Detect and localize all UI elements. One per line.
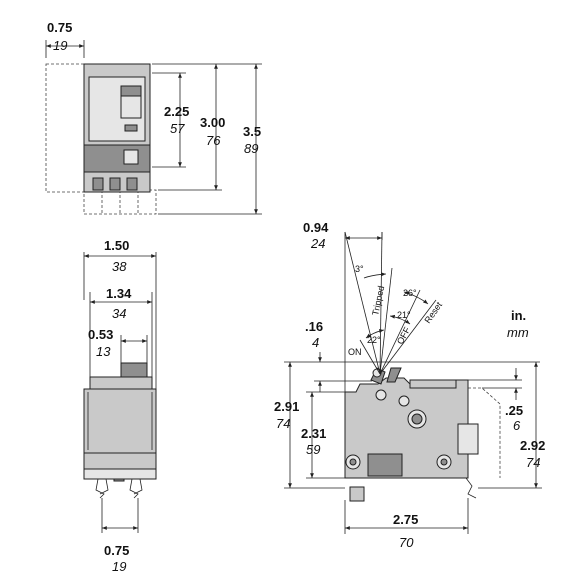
side-h-total-mm: 74 — [276, 416, 290, 431]
angle-3: 3° — [355, 264, 364, 274]
end-w1-in: 1.50 — [104, 238, 129, 253]
side-h-body-in: 2.31 — [301, 426, 326, 441]
end-w1-mm: 38 — [112, 259, 127, 274]
front-h2-in: 3.00 — [200, 115, 225, 130]
front-h1-mm: 57 — [170, 121, 185, 136]
end-w3-in: 0.53 — [88, 327, 113, 342]
front-width-mm: 19 — [53, 38, 67, 53]
front-adjacent-outline — [45, 63, 85, 193]
side-step-mm: 6 — [513, 418, 521, 433]
angle-26: 26° — [403, 288, 417, 298]
side-view: 3° 26° 21° 22° Tripped Reset OFF ON 0.94… — [274, 220, 545, 550]
end-w2-in: 1.34 — [106, 286, 132, 301]
side-top-in: .16 — [305, 319, 323, 334]
front-width-in: 0.75 — [47, 20, 72, 35]
front-h3-in: 3.5 — [243, 124, 261, 139]
side-handle-mm: 24 — [310, 236, 325, 251]
side-step-in: .25 — [505, 403, 523, 418]
side-width-mm: 70 — [399, 535, 414, 550]
side-width-in: 2.75 — [393, 512, 418, 527]
end-handle — [120, 362, 148, 378]
side-h-right-mm: 74 — [526, 455, 540, 470]
pos-off: OFF — [395, 325, 413, 346]
end-view: 1.50 38 1.34 34 0.53 13 0.75 19 — [83, 238, 157, 574]
side-h-right-in: 2.92 — [520, 438, 545, 453]
unit-secondary: mm — [507, 325, 529, 340]
side-handle-in: 0.94 — [303, 220, 329, 235]
front-window — [124, 124, 138, 132]
side-h-body-mm: 59 — [306, 442, 320, 457]
angle-22: 22° — [367, 335, 381, 345]
front-h3-mm: 89 — [244, 141, 258, 156]
side-top-mm: 4 — [312, 335, 319, 350]
side-h-total-in: 2.91 — [274, 399, 299, 414]
unit-primary: in. — [511, 308, 526, 323]
front-lug — [123, 149, 139, 165]
end-w4-mm: 19 — [112, 559, 126, 574]
front-view: 0.75 19 2.25 57 3.00 76 3.5 89 — [45, 20, 262, 215]
angle-21: 21° — [397, 310, 411, 320]
pos-on: ON — [348, 347, 362, 357]
end-w4-in: 0.75 — [104, 543, 129, 558]
pos-reset: Reset — [422, 300, 444, 325]
end-w2-mm: 34 — [112, 306, 126, 321]
pos-tripped: Tripped — [370, 285, 386, 317]
front-h1-in: 2.25 — [164, 104, 189, 119]
end-breaker-body — [83, 388, 157, 454]
front-handle — [120, 85, 142, 97]
end-w3-mm: 13 — [96, 344, 111, 359]
front-h2-mm: 76 — [206, 133, 221, 148]
side-window — [457, 423, 479, 455]
